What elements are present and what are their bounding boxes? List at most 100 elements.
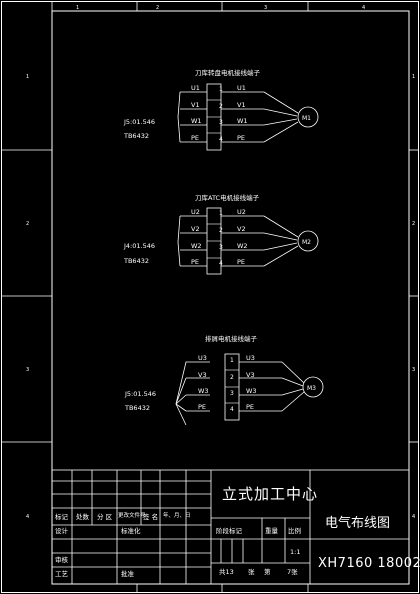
motor-symbol [297,106,319,128]
tb-design: 设计 [55,527,68,535]
right-label: PE [237,258,245,266]
right-label: PE [237,134,245,142]
tb-mark: 标记 [55,513,68,521]
left-label: PE [191,134,199,142]
right-label: V1 [237,101,246,109]
left-label: U2 [191,208,200,216]
left-label: W1 [191,117,202,125]
row-label-3: 3 [26,367,29,373]
left-bracket [177,91,181,143]
left-label: W3 [198,387,209,395]
motor-symbol [302,376,324,398]
left-label: V1 [191,101,200,109]
diagram-m3: 排屑电机接线端子 J5:01.546 TB6432 U3 V3 W3 PE 1 … [124,334,324,426]
pin-number: 4 [219,260,223,267]
drawing-name: 电气布线图 [325,516,391,531]
diagram-title: 刀库转盘电机接线端子 [195,68,261,77]
row-label-right-3: 3 [412,367,415,373]
pin-number: 1 [230,357,234,364]
col-label-3: 3 [264,5,267,11]
motor-label: M2 [302,239,311,246]
diagram-title: 刀库ATC电机接线端子 [195,193,260,202]
tb-process: 工艺 [55,570,68,578]
tb-total: 共13 [219,568,234,576]
pin-number: 2 [219,227,223,234]
diagram-title: 排屑电机接线端子 [205,334,258,343]
row-label-4: 4 [26,514,29,520]
motor-label: M1 [302,115,311,122]
tb-date: 年、月、日 [163,513,191,519]
tb-scale-value: 1:1 [290,548,301,556]
motor-symbol [297,230,319,252]
right-label: W1 [237,117,248,125]
row-label-right-4: 4 [412,514,415,520]
row-label-1: 1 [26,74,29,80]
pin-number: 1 [219,210,223,217]
right-label: W3 [246,387,257,395]
tb-page-no: 7张 [287,568,298,576]
col-label-1: 1 [76,5,79,11]
pin-number: 4 [230,406,234,413]
right-label: PE [246,403,254,411]
left-wires [175,361,210,426]
row-label-2: 2 [26,221,29,227]
terminal-label: J5:01.546 [123,118,155,126]
tb-count: 处数 [76,513,89,521]
tb-weight: 重量 [265,527,278,535]
right-wires [221,91,299,143]
left-bracket [177,215,181,267]
tb-sheets: 张 [248,568,255,576]
terminal-code: TB6432 [123,132,149,140]
pin-number: 2 [230,374,234,381]
row-label-right-1: 1 [412,74,415,80]
pin-number: 4 [219,136,223,143]
motor-label: M3 [307,385,316,392]
terminal-label: J5:01.546 [124,390,156,398]
left-label: V2 [191,225,200,233]
tb-change-doc: 更改文件号 [118,513,146,519]
right-label: U3 [246,354,255,362]
tb-sign: 签 名 [143,513,159,521]
pin-number: 1 [219,86,223,93]
row-label-right-2: 2 [412,221,415,227]
terminal-code: TB6432 [124,404,150,412]
left-label: V3 [198,371,207,379]
right-label: W2 [237,242,248,250]
right-label: V2 [237,225,246,233]
left-label: U3 [198,354,207,362]
left-wires [180,91,207,143]
tb-standard: 标准化 [121,527,141,535]
right-label: U1 [237,84,246,92]
diagram-m1: 刀库转盘电机接线端子 J5:01.546 TB6432 U1 V1 W1 PE … [123,68,319,151]
tb-review: 审核 [55,556,68,564]
terminal-label: J4:01.546 [123,242,155,250]
left-wires [180,215,207,267]
right-label: V3 [246,371,255,379]
right-label: U2 [237,208,246,216]
tb-page: 第 [264,568,271,576]
company-name: 立式加工中心 [222,485,319,503]
left-label: PE [191,258,199,266]
title-block-grid [51,469,410,585]
pin-number: 3 [219,119,223,126]
pin-number: 3 [230,390,234,397]
right-wires [221,215,299,267]
drawing-number: XH7160 18002 [318,556,420,571]
left-label: U1 [191,84,200,92]
tb-scale: 比例 [288,527,301,535]
tb-approve: 批准 [121,570,134,578]
tb-stage: 阶段标记 [216,527,242,535]
diagram-m2: 刀库ATC电机接线端子 J4:01.546 TB6432 U2 V2 W2 PE… [123,193,319,275]
left-label: PE [198,403,206,411]
right-wires [239,361,305,412]
zone-labels: 1 2 3 4 1 2 3 4 1 2 3 4 [26,5,415,520]
col-label-4: 4 [362,5,365,11]
pin-number: 2 [219,103,223,110]
left-label: W2 [191,242,202,250]
col-label-2: 2 [156,5,159,11]
terminal-code: TB6432 [123,257,149,265]
tb-zone: 分 区 [97,513,113,521]
